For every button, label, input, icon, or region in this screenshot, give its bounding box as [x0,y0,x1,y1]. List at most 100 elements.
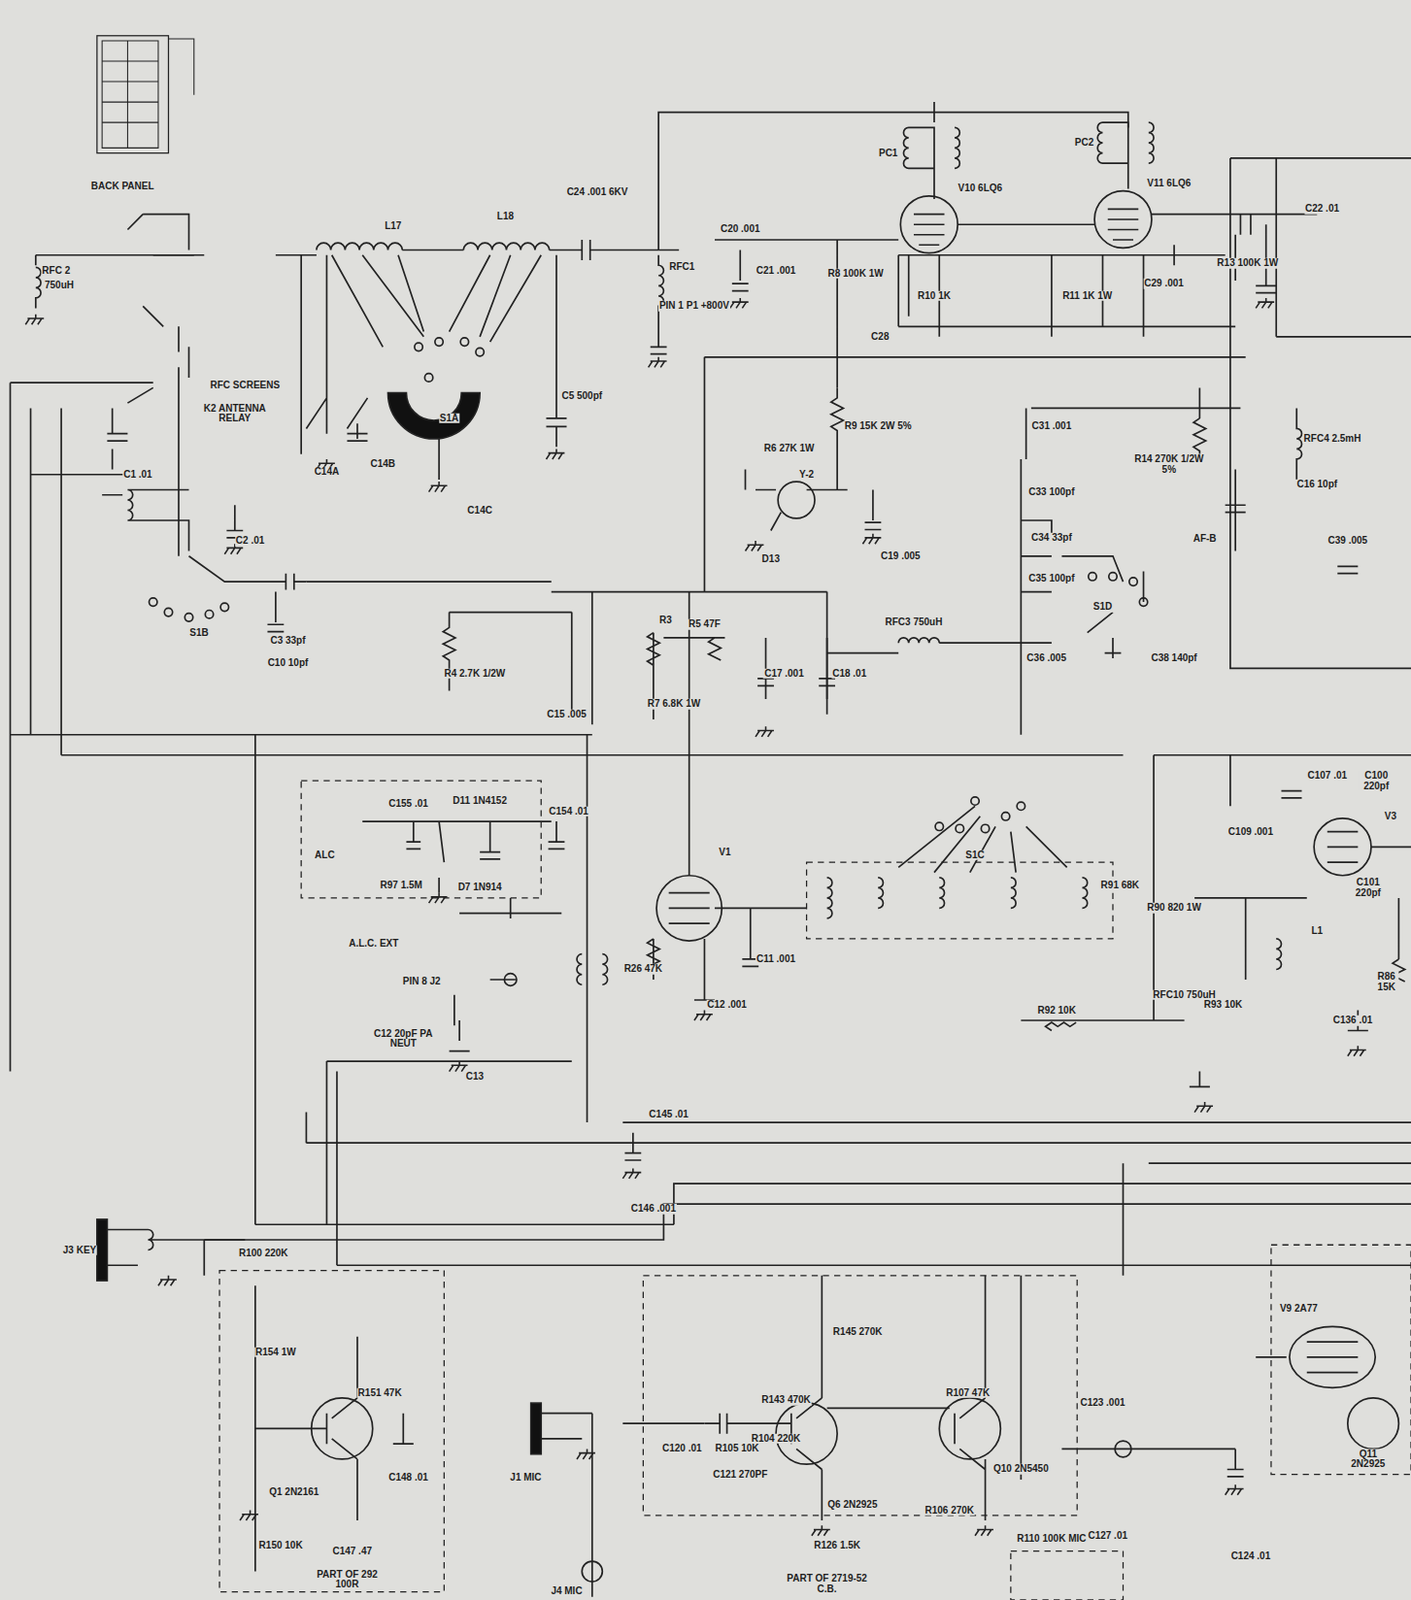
part-label: J3 KEY [62,1244,98,1256]
part-label: R5 47F [687,619,722,631]
part-label: R26 47K [623,964,664,975]
part-label: RFC SCREENS [208,380,281,392]
part-label: C13 [465,1072,485,1083]
part-label: PC2 [1074,137,1095,149]
part-label: R110 100K MIC [1015,1534,1087,1546]
part-label: R14 270K 1/2W 5% [1125,454,1213,475]
part-label: C121 270PF [711,1469,769,1480]
part-label: R8 100K 1W [826,268,884,279]
part-label: D11 1N4152 [451,796,508,807]
part-label: C3 33pf [268,636,306,647]
part-label: R90 820 1W [1145,903,1203,914]
part-label: L17 [383,221,403,233]
part-label: J4 MIC [549,1586,583,1598]
part-label: C109 .001 [1227,826,1275,838]
part-label: V10 6LQ6 [957,183,1005,195]
part-label: Q11 2N2925 [1346,1448,1390,1470]
part-label: C11 .001 [755,954,797,966]
part-label: R10 1K [916,291,952,303]
part-label: C155 .01 [387,799,430,810]
part-label: R126 1.5K [812,1541,862,1552]
part-label: C29 .001 [1142,278,1185,290]
part-label: R11 1K 1W [1061,291,1113,303]
part-label: R13 100K 1W [1215,258,1279,269]
part-label: C35 100pf [1027,573,1076,585]
part-label: C5 500pf [560,391,604,403]
part-label: R145 270K [832,1326,884,1338]
part-label: RFC3 750uH [884,617,944,629]
part-label: Q6 2N2925 [826,1500,878,1512]
part-label: RFC 2 [40,265,71,276]
part-label: RFC1 [668,262,696,273]
part-label: BACK PANEL [90,181,156,193]
part-label: V3 [1383,811,1398,823]
part-label: S1C [964,850,985,862]
part-label: Y-2 [798,469,815,480]
part-label: C15 .005 [545,708,588,720]
part-label: R143 470K [760,1395,812,1407]
part-label: C123 .001 [1078,1398,1126,1410]
part-label: C39 .005 [1327,536,1370,547]
part-label: C16 10pf [1295,479,1339,491]
part-label: C124 .01 [1230,1551,1273,1563]
part-label: R86 15K [1374,972,1399,993]
part-label: C120 .01 [661,1444,704,1455]
part-label: R154 1W [254,1346,298,1358]
part-label: C2 .01 [235,536,266,547]
part-label: Q10 2N5450 [992,1464,1050,1476]
part-label: PC1 [877,147,899,159]
part-label: R9 15K 2W 5% [843,421,913,433]
part-label: PIN 8 J2 [402,976,442,988]
part-label: C18 .01 [831,668,868,679]
part-label: J1 MIC [508,1473,542,1484]
part-label: C148 .01 [387,1473,430,1484]
part-label: C14B [369,459,397,471]
part-label: C20 .001 [719,224,762,236]
part-label: C19 .005 [879,551,922,563]
part-label: R151 47K [357,1387,404,1399]
part-label: C1 .01 [122,469,153,480]
part-label: R150 10K [258,1541,304,1552]
part-label: R100 220K [237,1247,290,1259]
part-label: C28 [870,332,890,343]
part-label: C36 .005 [1025,653,1068,665]
part-label: C31 .001 [1031,421,1074,433]
part-label: C10 10pf [267,658,310,670]
part-label: C145 .01 [647,1108,690,1120]
part-label: C33 100pf [1027,486,1076,498]
part-label: C154 .01 [547,806,590,817]
part-label: PIN 1 P1 +800V [658,301,731,312]
part-label: D13 [761,554,781,566]
part-label: D7 1N914 [457,882,504,894]
part-label: R93 10K [1203,1000,1244,1011]
part-label: R107 47K [944,1387,991,1399]
part-label: V9 2A77 [1278,1304,1319,1315]
part-label: C34 33pf [1030,533,1074,544]
part-label: C147 .47 [331,1545,373,1557]
part-label: C14A [313,466,341,477]
part-label: C38 140pf [1149,653,1198,665]
part-label: R97 1.5M [379,880,424,892]
part-label: 750uH [43,280,75,292]
part-label: V1 [717,846,732,858]
part-label: C107 .01 [1306,771,1348,782]
part-label: R105 10K [714,1444,761,1455]
part-label: V11 6LQ6 [1145,178,1192,190]
part-label: C22 .01 [1304,203,1341,215]
part-label: C127 .01 [1086,1531,1129,1543]
part-label: C136 .01 [1332,1015,1375,1027]
part-label: C14C [466,504,494,516]
part-label: PART OF 292 100R [302,1569,391,1590]
part-label: C24 .001 6KV [566,186,630,198]
part-label: C12 .001 [705,1000,748,1011]
part-label: C12 20pF PA NEUT [359,1028,447,1049]
part-label: R4 2.7K 1/2W [442,668,506,679]
part-label: C146 .001 [630,1204,677,1215]
part-label: Q1 2N2161 [268,1486,320,1498]
part-label: R104 220K [750,1434,803,1445]
part-label: PART OF 2719-52 C.B. [783,1574,872,1595]
part-label: R7 6.8K 1W [646,699,702,710]
part-label: R3 [658,615,673,627]
